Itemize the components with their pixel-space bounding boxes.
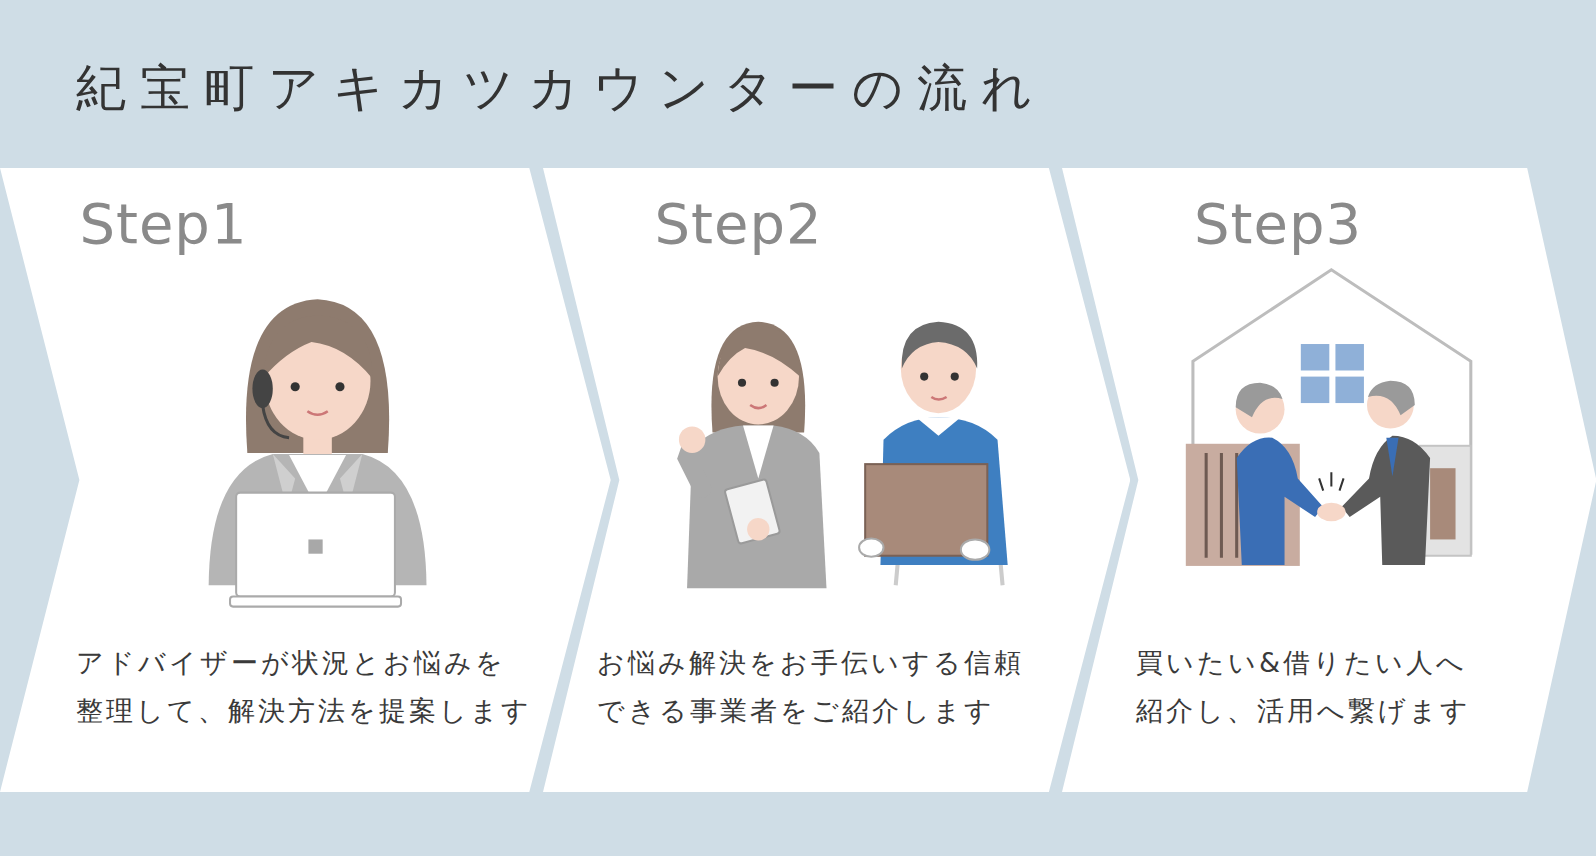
step-description: 買いたい&借りたい人へ 紹介し、活用へ繋げます [1136,639,1564,735]
step-chevron: Step2 お悩み解決をお手伝いする信頼 できる事業者をご紹介します [543,168,1130,792]
step-description: お悩み解決をお手伝いする信頼 できる事業者をご紹介します [597,639,1075,735]
chevron-fill [0,168,611,792]
step-label: Step1 [79,193,247,255]
step-chevron: Step3 買いたい&借りたい人へ 紹介し、活用へ繋げます [1062,168,1596,792]
step-label: Step2 [654,193,822,255]
step-chevron: Step1 アドバイザーが状況とお悩みを 整理して、解決方法を提案します [0,168,611,792]
chevron-fill [1062,168,1596,792]
step-description: アドバイザーが状況とお悩みを 整理して、解決方法を提案します [76,639,595,735]
chevron-fill [543,168,1130,792]
step-label: Step3 [1194,193,1362,255]
title: 紀宝町アキカツカウンターの流れ [76,58,1046,118]
